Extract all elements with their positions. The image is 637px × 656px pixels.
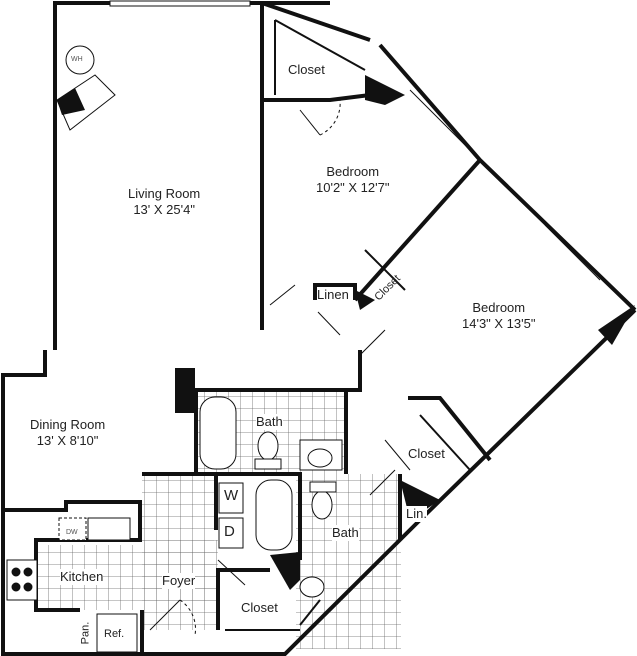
- bedroom1-name: Bedroom: [326, 164, 380, 179]
- dryer-label: D: [224, 523, 235, 540]
- fixtures: [6, 396, 343, 653]
- bedroom2-name: Bedroom: [472, 300, 526, 315]
- doors: [149, 99, 411, 636]
- lin-label: Lin.: [406, 506, 427, 522]
- dining-room-name: Dining Room: [30, 417, 106, 432]
- closet-rods: [225, 19, 471, 631]
- water-heater-label: WH: [71, 56, 83, 63]
- water-heater: [65, 45, 95, 75]
- living-room-label: Living Room 13' X 25'4": [128, 186, 201, 218]
- fireplace: [56, 74, 116, 131]
- structural-columns: [175, 75, 635, 590]
- closet-top-label: Closet: [288, 62, 325, 78]
- bath2-label: Bath: [332, 525, 359, 541]
- foyer-label: Foyer: [162, 573, 196, 589]
- bedroom2-dims: 14'3" X 13'5": [462, 316, 536, 331]
- interior-walls: [3, 3, 492, 654]
- bath1-label: Bath: [256, 414, 283, 430]
- linen-label: Linen: [317, 287, 349, 303]
- living-room-dims: 13' X 25'4": [133, 202, 195, 217]
- refrigerator-label: Ref.: [104, 628, 125, 640]
- bedroom2-label: Bedroom 14'3" X 13'5": [462, 300, 536, 332]
- windows: [109, 0, 601, 281]
- dining-room-label: Dining Room 13' X 8'10": [30, 417, 106, 449]
- bedroom1-label: Bedroom 10'2" X 12'7": [316, 164, 390, 196]
- kitchen-label: Kitchen: [60, 569, 104, 585]
- closet-foyer-label: Closet: [241, 600, 278, 616]
- dining-room-dims: 13' X 8'10": [36, 433, 99, 448]
- dishwasher-label: DW: [66, 529, 78, 536]
- closet-right-label: Closet: [408, 446, 445, 462]
- washer-label: W: [224, 487, 239, 504]
- bath2-tile: [296, 474, 401, 649]
- bedroom1-dims: 10'2" X 12'7": [316, 180, 390, 195]
- living-room-name: Living Room: [128, 186, 201, 201]
- pantry-label: Pan.: [79, 621, 92, 645]
